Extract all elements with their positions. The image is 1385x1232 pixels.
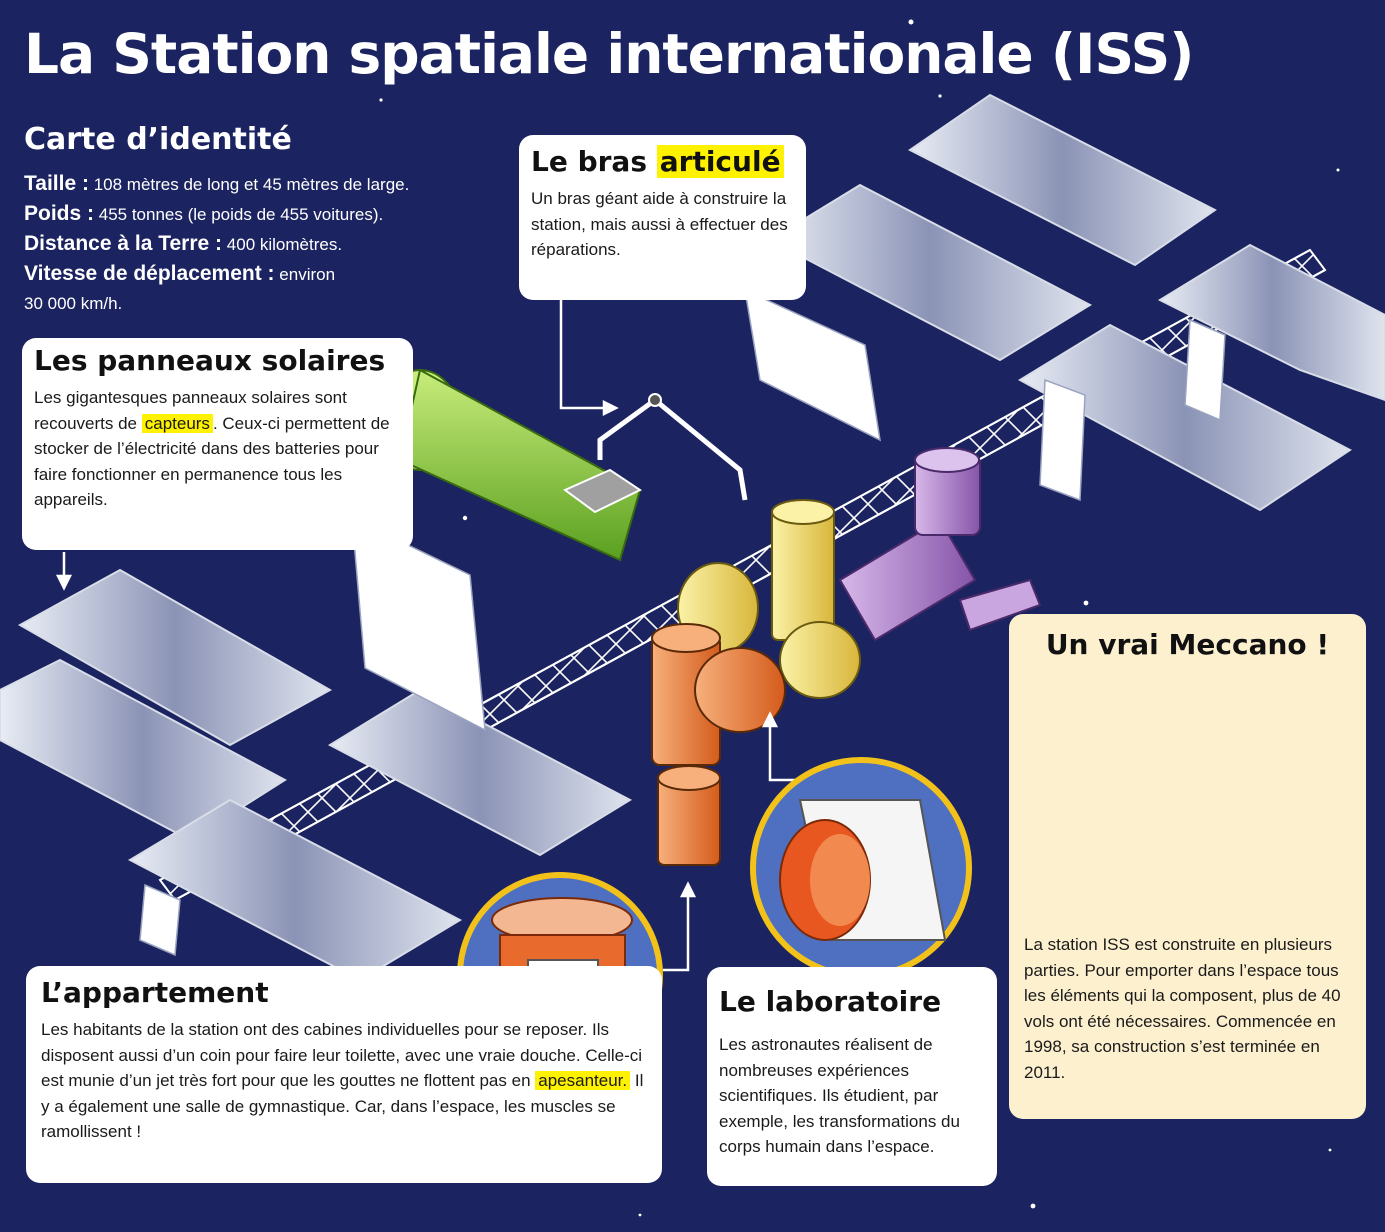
identity-row-poids: Poids : 455 tonnes (le poids de 455 voit… <box>24 199 504 229</box>
identity-label: Taille : <box>24 172 89 195</box>
callout-title: Les panneaux solaires <box>34 344 386 377</box>
identity-value: 455 tonnes (le poids de 455 voitures). <box>98 205 384 224</box>
page-title: La Station spatiale internationale (ISS) <box>24 22 1194 86</box>
robotic-arm <box>563 393 748 514</box>
callout-meccano: Un vrai Meccano ! La station ISS est con… <box>1009 614 1366 1119</box>
identity-row-vitesse-value: 30 000 km/h. <box>24 294 123 313</box>
callout-text-part: Les habitants de la station ont des cabi… <box>41 1020 643 1090</box>
callout-text: Un bras géant aide à construire la stati… <box>531 189 788 259</box>
orange-module <box>651 623 786 866</box>
callout-panneaux-solaires: Les panneaux solaires Les gigantesques p… <box>22 338 413 550</box>
identity-card: Carte d’identité Taille : 108 mètres de … <box>24 122 504 318</box>
purple-module <box>838 447 1042 642</box>
callout-text: Les astronautes réalisent de nombreuses … <box>719 1035 960 1156</box>
identity-row-taille: Taille : 108 mètres de long et 45 mètres… <box>24 169 504 199</box>
laboratory-zoom <box>750 757 972 979</box>
identity-label: Vitesse de déplacement : <box>24 262 275 285</box>
identity-row-distance: Distance à la Terre : 400 kilomètres. <box>24 229 504 259</box>
solar-panels <box>0 93 1385 982</box>
callout-laboratoire: Le laboratoire Les astronautes réalisent… <box>707 967 997 1186</box>
radiators <box>139 288 1226 957</box>
callout-text: Les habitants de la station ont des cabi… <box>41 1017 647 1145</box>
callout-text-part: Les gigantesques panneaux solaires sont … <box>34 388 347 433</box>
green-module <box>379 368 642 562</box>
identity-row-vitesse: Vitesse de déplacement : environ <box>24 259 504 289</box>
callout-title: Le laboratoire <box>719 985 942 1018</box>
callout-appartement: L’appartement Les habitants de la statio… <box>26 966 662 1183</box>
callout-title-text: Le bras <box>531 145 647 178</box>
identity-value: 108 mètres de long et 45 mètres de large… <box>93 175 410 194</box>
identity-label: Poids : <box>24 202 95 225</box>
stars <box>379 19 1340 1217</box>
callout-text: La station ISS est construite en plusieu… <box>1024 935 1341 1082</box>
callout-text-part: . Ceux-ci permettent de stocker de l’éle… <box>34 413 390 510</box>
callout-title: L’appartement <box>41 976 269 1009</box>
identity-value: environ <box>279 265 336 284</box>
highlighted-word: articulé <box>656 145 784 178</box>
callout-title: Le bras articulé <box>531 145 794 178</box>
identity-heading: Carte d’identité <box>24 122 292 157</box>
highlighted-word: capteurs <box>141 413 213 433</box>
identity-label: Distance à la Terre : <box>24 232 223 255</box>
callout-arrows <box>55 300 818 972</box>
callout-text-part: Il y a également une salle de gymnastiqu… <box>41 1071 644 1141</box>
highlighted-word: apesanteur. <box>535 1071 631 1090</box>
identity-value: 400 kilomètres. <box>226 235 343 254</box>
callout-text: Les gigantesques panneaux solaires sont … <box>34 385 401 513</box>
callout-bras-articule: Le bras articulé Un bras géant aide à co… <box>519 135 806 300</box>
callout-title: Un vrai Meccano ! <box>1045 628 1330 661</box>
